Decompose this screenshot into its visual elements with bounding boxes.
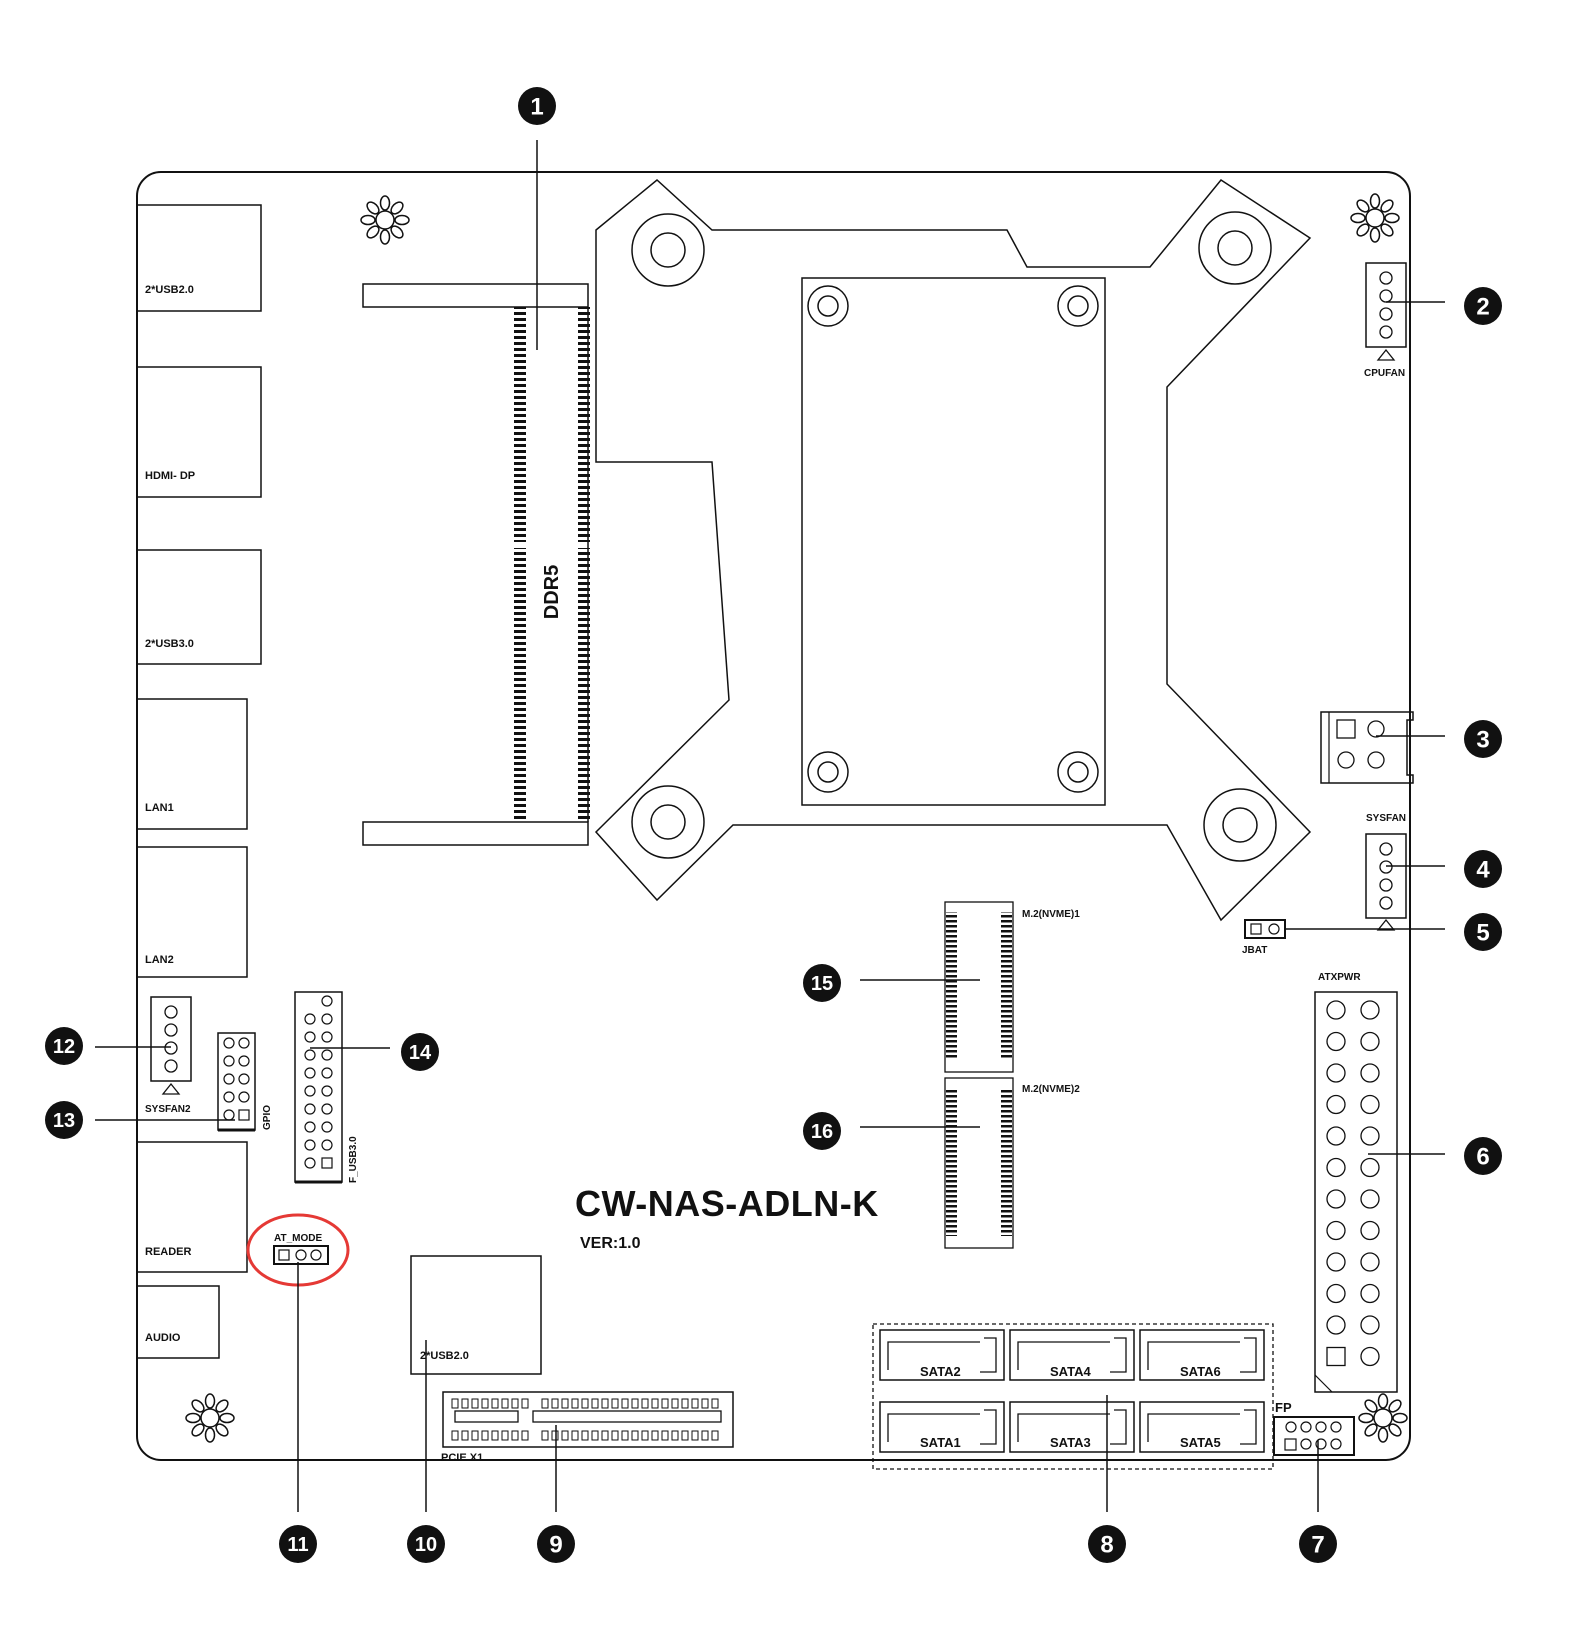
gpio-header: GPIO <box>217 1032 273 1132</box>
callout-6: 6 <box>1464 1137 1502 1175</box>
front-usb3-header: F_USB3.0 <box>294 991 359 1184</box>
audio-label: AUDIO <box>145 1332 181 1344</box>
hdmi-dp-port <box>136 366 262 498</box>
usb2-rear-port <box>136 204 262 312</box>
atx-power-connector: ATXPWR <box>1314 972 1398 1393</box>
callout-13: 13 <box>45 1101 83 1139</box>
svg-text:10: 10 <box>415 1534 437 1556</box>
sata1-label: SATA1 <box>920 1435 961 1450</box>
board-model-title: CW-NAS-ADLN-K <box>575 1183 879 1224</box>
svg-text:6: 6 <box>1476 1144 1489 1171</box>
hdmi-dp-label: HDMI- DP <box>145 470 195 482</box>
m2-nvme1-slot: M.2(NVME)1 <box>944 901 1080 1073</box>
sata-ports: SATA2 SATA4 SATA6 SATA1 SATA3 SATA5 <box>872 1323 1274 1470</box>
m2-1-label: M.2(NVME)1 <box>1022 909 1080 920</box>
sata6-label: SATA6 <box>1180 1364 1221 1379</box>
svg-text:13: 13 <box>53 1110 75 1132</box>
front-panel-header: FP <box>1273 1400 1355 1456</box>
sata2-label: SATA2 <box>920 1364 961 1379</box>
lan1-label: LAN1 <box>145 802 174 814</box>
sysfan-label: SYSFAN <box>1366 813 1406 824</box>
sata5-label: SATA5 <box>1180 1435 1221 1450</box>
rear-io-panel: 2*USB2.0 HDMI- DP 2*USB3.0 LAN1 LAN2 REA… <box>136 204 262 1359</box>
svg-text:16: 16 <box>811 1121 833 1143</box>
onboard-usb2-port: 2*USB2.0 <box>410 1255 542 1375</box>
m2-nvme2-slot: M.2(NVME)2 <box>944 1077 1080 1249</box>
callout-15: 15 <box>803 964 841 1002</box>
onboard-usb2-label: 2*USB2.0 <box>420 1350 469 1362</box>
pcie-label: PCIE X1 <box>441 1452 483 1464</box>
mounting-hole-icon <box>185 1393 235 1443</box>
atxpwr-label: ATXPWR <box>1318 972 1361 983</box>
jbat-jumper: JBAT <box>1242 919 1286 956</box>
board-version: VER:1.0 <box>580 1235 641 1252</box>
svg-text:12: 12 <box>53 1036 75 1058</box>
callouts: 1 2 3 4 5 6 7 8 9 10 11 12 13 14 15 16 <box>45 87 1502 1563</box>
cpufan-label: CPUFAN <box>1364 368 1405 379</box>
svg-text:9: 9 <box>549 1532 562 1559</box>
callout-2: 2 <box>1464 287 1502 325</box>
svg-text:5: 5 <box>1476 920 1489 947</box>
svg-text:1: 1 <box>530 94 543 121</box>
sysfan2-label: SYSFAN2 <box>145 1104 191 1115</box>
callout-11: 11 <box>279 1525 317 1563</box>
ddr5-label: DDR5 <box>541 565 563 619</box>
card-reader-port <box>136 1141 248 1273</box>
callout-12: 12 <box>45 1027 83 1065</box>
callout-14: 14 <box>401 1033 439 1071</box>
mounting-hole-icon <box>1350 193 1400 243</box>
callout-16: 16 <box>803 1112 841 1150</box>
lan2-label: LAN2 <box>145 954 174 966</box>
mounting-hole-icon <box>360 195 410 245</box>
at-mode-label: AT_MODE <box>274 1233 322 1244</box>
jbat-label: JBAT <box>1242 945 1267 956</box>
callout-7: 7 <box>1299 1525 1337 1563</box>
f-usb3-label: F_USB3.0 <box>348 1136 359 1183</box>
svg-text:4: 4 <box>1476 857 1490 884</box>
callout-10: 10 <box>407 1525 445 1563</box>
sata4-label: SATA4 <box>1050 1364 1091 1379</box>
reader-label: READER <box>145 1246 192 1258</box>
svg-text:7: 7 <box>1311 1532 1324 1559</box>
pcie-x1-slot: PCIE X1 <box>441 1391 734 1464</box>
cpu-heatsink-outline <box>594 179 1312 922</box>
svg-text:15: 15 <box>811 973 833 995</box>
callout-5: 5 <box>1464 913 1502 951</box>
svg-text:3: 3 <box>1476 727 1489 754</box>
sysfan-header: SYSFAN <box>1365 813 1407 931</box>
lan2-port <box>136 846 248 978</box>
lan1-port <box>136 698 248 830</box>
callout-9: 9 <box>537 1525 575 1563</box>
cpufan-header: CPUFAN <box>1364 262 1407 379</box>
usb3-rear-label: 2*USB3.0 <box>145 638 194 650</box>
usb3-rear-port <box>136 549 262 665</box>
svg-text:11: 11 <box>287 1534 308 1556</box>
callout-8: 8 <box>1088 1525 1126 1563</box>
gpio-label: GPIO <box>262 1105 273 1130</box>
m2-2-label: M.2(NVME)2 <box>1022 1084 1080 1095</box>
svg-text:2: 2 <box>1476 294 1489 321</box>
callout-1: 1 <box>518 87 556 125</box>
board-outline <box>136 171 1411 1461</box>
sata3-label: SATA3 <box>1050 1435 1091 1450</box>
fp-label: FP <box>1275 1400 1292 1415</box>
callout-leader-lines <box>95 140 1445 1512</box>
usb2-rear-label: 2*USB2.0 <box>145 284 194 296</box>
cpu-power-connector <box>1320 711 1414 784</box>
sysfan2-header: SYSFAN2 <box>145 996 192 1115</box>
callout-4: 4 <box>1464 850 1502 888</box>
mounting-hole-icon <box>1358 1393 1408 1443</box>
audio-port <box>136 1285 220 1359</box>
svg-text:8: 8 <box>1100 1532 1113 1559</box>
callout-3: 3 <box>1464 720 1502 758</box>
svg-text:14: 14 <box>409 1042 432 1064</box>
ddr5-slot: DDR5 <box>362 283 590 846</box>
